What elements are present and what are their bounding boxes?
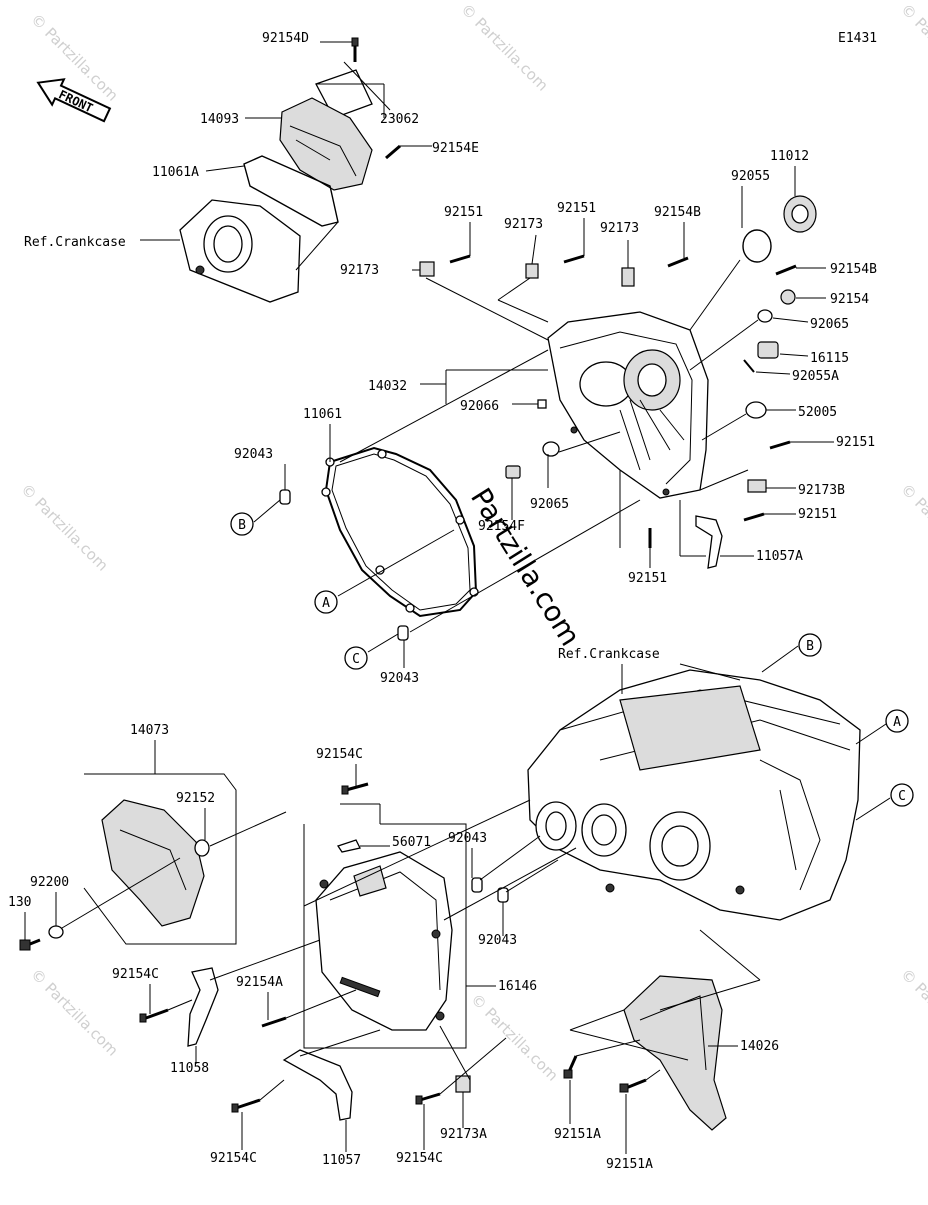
watermark-mr: © Partzilla.com <box>897 480 928 575</box>
watermark-br: © Partzilla.com <box>897 965 928 1060</box>
ref-circle-icon <box>885 709 909 733</box>
part-callout[interactable]: 11061A <box>152 165 199 180</box>
watermark-bc: © Partzilla.com <box>467 990 562 1085</box>
part-callout[interactable]: 92173A <box>440 1127 487 1142</box>
part-callout[interactable]: 92151A <box>554 1127 601 1142</box>
part-callout[interactable]: 92055 <box>731 169 770 184</box>
part-callout[interactable]: 92173 <box>340 263 379 278</box>
crankcase-ref <box>527 645 891 921</box>
part-callout[interactable]: 92173 <box>600 221 639 236</box>
part-callout[interactable]: 92154C <box>112 967 159 982</box>
part-callout[interactable]: Ref.Crankcase <box>24 235 126 250</box>
ref-marker-c2: C <box>890 783 914 807</box>
part-callout[interactable]: 23062 <box>380 112 419 127</box>
part-callout[interactable]: 92066 <box>460 399 499 414</box>
part-callout[interactable]: 92065 <box>810 317 849 332</box>
ref-circle-icon <box>344 646 368 670</box>
ref-marker-b: B <box>230 512 254 536</box>
part-callout[interactable]: 92043 <box>478 933 517 948</box>
part-callout[interactable]: 92154B <box>830 262 877 277</box>
part-callout[interactable]: 14026 <box>740 1039 779 1054</box>
part-callout[interactable]: 11057A <box>756 549 803 564</box>
part-callout[interactable]: Ref.Crankcase <box>558 647 660 662</box>
part-callout[interactable]: 92152 <box>176 791 215 806</box>
part-callout[interactable]: 92154C <box>316 747 363 762</box>
ref-circle-icon <box>230 512 254 536</box>
watermark-tr: © Partzilla.com <box>897 0 928 95</box>
watermark-tl: © Partzilla.com <box>27 10 122 105</box>
ref-letter: A <box>893 715 901 730</box>
watermark-tc: © Partzilla.com <box>457 0 552 95</box>
gasket-11061 <box>253 349 641 668</box>
part-callout[interactable]: 14073 <box>130 723 169 738</box>
part-callout[interactable]: 92154 <box>830 292 869 307</box>
part-callout[interactable]: 92173 <box>504 217 543 232</box>
part-callout[interactable]: 14032 <box>368 379 407 394</box>
part-callout[interactable]: 14093 <box>200 112 239 127</box>
ref-marker-c: C <box>344 646 368 670</box>
cover-14026 <box>563 929 761 1154</box>
part-callout[interactable]: 92154C <box>396 1151 443 1166</box>
ref-letter: C <box>352 652 360 667</box>
ref-letter: A <box>322 596 330 611</box>
part-callout[interactable]: 92154A <box>236 975 283 990</box>
ref-letter: B <box>806 639 814 654</box>
ref-circle-icon <box>798 633 822 657</box>
watermark-ml: © Partzilla.com <box>17 480 112 575</box>
part-callout[interactable]: 92154C <box>210 1151 257 1166</box>
part-callout[interactable]: 130 <box>8 895 31 910</box>
ref-marker-a: A <box>314 590 338 614</box>
part-callout[interactable]: 11012 <box>770 149 809 164</box>
part-callout[interactable]: 92154D <box>262 31 309 46</box>
part-callout[interactable]: 92055A <box>792 369 839 384</box>
ref-letter: B <box>238 518 246 533</box>
clutch-cover-14032 <box>412 166 834 569</box>
part-callout[interactable]: 92065 <box>530 497 569 512</box>
part-callout[interactable]: 92151A <box>606 1157 653 1172</box>
part-callout[interactable]: 92154E <box>432 141 479 156</box>
part-callout[interactable]: 11061 <box>303 407 342 422</box>
ref-circle-icon <box>314 590 338 614</box>
part-callout[interactable]: 92173B <box>798 483 845 498</box>
ref-letter: C <box>898 789 906 804</box>
part-callout[interactable]: 56071 <box>392 835 431 850</box>
generator-cover-16146 <box>261 764 577 1049</box>
part-callout[interactable]: 92151 <box>557 201 596 216</box>
part-callout[interactable]: 92151 <box>836 435 875 450</box>
ref-marker-b2: B <box>798 633 822 657</box>
part-callout[interactable]: 92043 <box>234 447 273 462</box>
bracket-11057 <box>231 1025 507 1152</box>
part-callout[interactable]: 16115 <box>810 351 849 366</box>
part-callout[interactable]: 92154B <box>654 205 701 220</box>
part-callout[interactable]: 92151 <box>798 507 837 522</box>
part-callout[interactable]: 52005 <box>798 405 837 420</box>
ref-circle-icon <box>890 783 914 807</box>
part-callout[interactable]: 11057 <box>322 1153 361 1168</box>
part-callout[interactable]: 92151 <box>444 205 483 220</box>
diagram-code: E1431 <box>838 31 877 46</box>
part-callout[interactable]: 16146 <box>498 979 537 994</box>
watermark-bl: © Partzilla.com <box>27 965 122 1060</box>
part-callout[interactable]: 92043 <box>380 671 419 686</box>
lower-cover-assembly <box>19 740 287 951</box>
part-callout[interactable]: 92151 <box>628 571 667 586</box>
part-callout[interactable]: 11058 <box>170 1061 209 1076</box>
part-callout[interactable]: 92043 <box>448 831 487 846</box>
ref-marker-a2: A <box>885 709 909 733</box>
part-callout[interactable]: 92200 <box>30 875 69 890</box>
bracket-11058 <box>139 939 321 1064</box>
reference-markers: B A C B A C <box>230 512 914 807</box>
top-cover-assembly <box>140 37 432 303</box>
part-callout[interactable]: 92154F <box>478 519 525 534</box>
